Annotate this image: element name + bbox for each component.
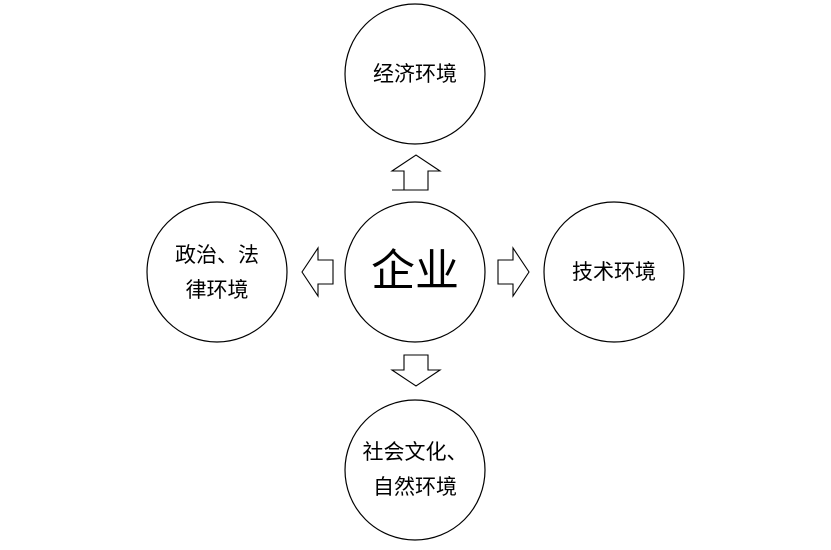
node-enterprise-circle [344, 201, 486, 343]
node-enterprise-label: 企业 [371, 246, 459, 297]
node-political-legal-circle [146, 201, 288, 343]
node-social-natural-environment: 社会文化、 自然环境 [344, 399, 486, 541]
node-political-legal-label-line1: 政治、法 [175, 243, 259, 267]
node-social-natural-label-line2: 自然环境 [373, 475, 457, 499]
node-social-natural-circle [344, 399, 486, 541]
node-economic-label: 经济环境 [373, 62, 457, 86]
arrow-right-icon [497, 246, 530, 298]
node-economic-environment: 经济环境 [344, 3, 486, 145]
node-technology-circle [543, 201, 685, 343]
node-social-natural-label-line1: 社会文化、 [363, 440, 468, 464]
node-economic-circle [344, 3, 486, 145]
node-political-legal-environment: 政治、法 律环境 [146, 201, 288, 343]
node-political-legal-label-line2: 律环境 [186, 278, 249, 302]
node-technology-label: 技术环境 [572, 260, 656, 284]
arrow-up-icon [390, 154, 442, 191]
node-enterprise: 企业 [344, 201, 486, 343]
arrow-left-icon [301, 246, 334, 298]
arrow-down-icon [390, 354, 442, 387]
node-technology-environment: 技术环境 [543, 201, 685, 343]
